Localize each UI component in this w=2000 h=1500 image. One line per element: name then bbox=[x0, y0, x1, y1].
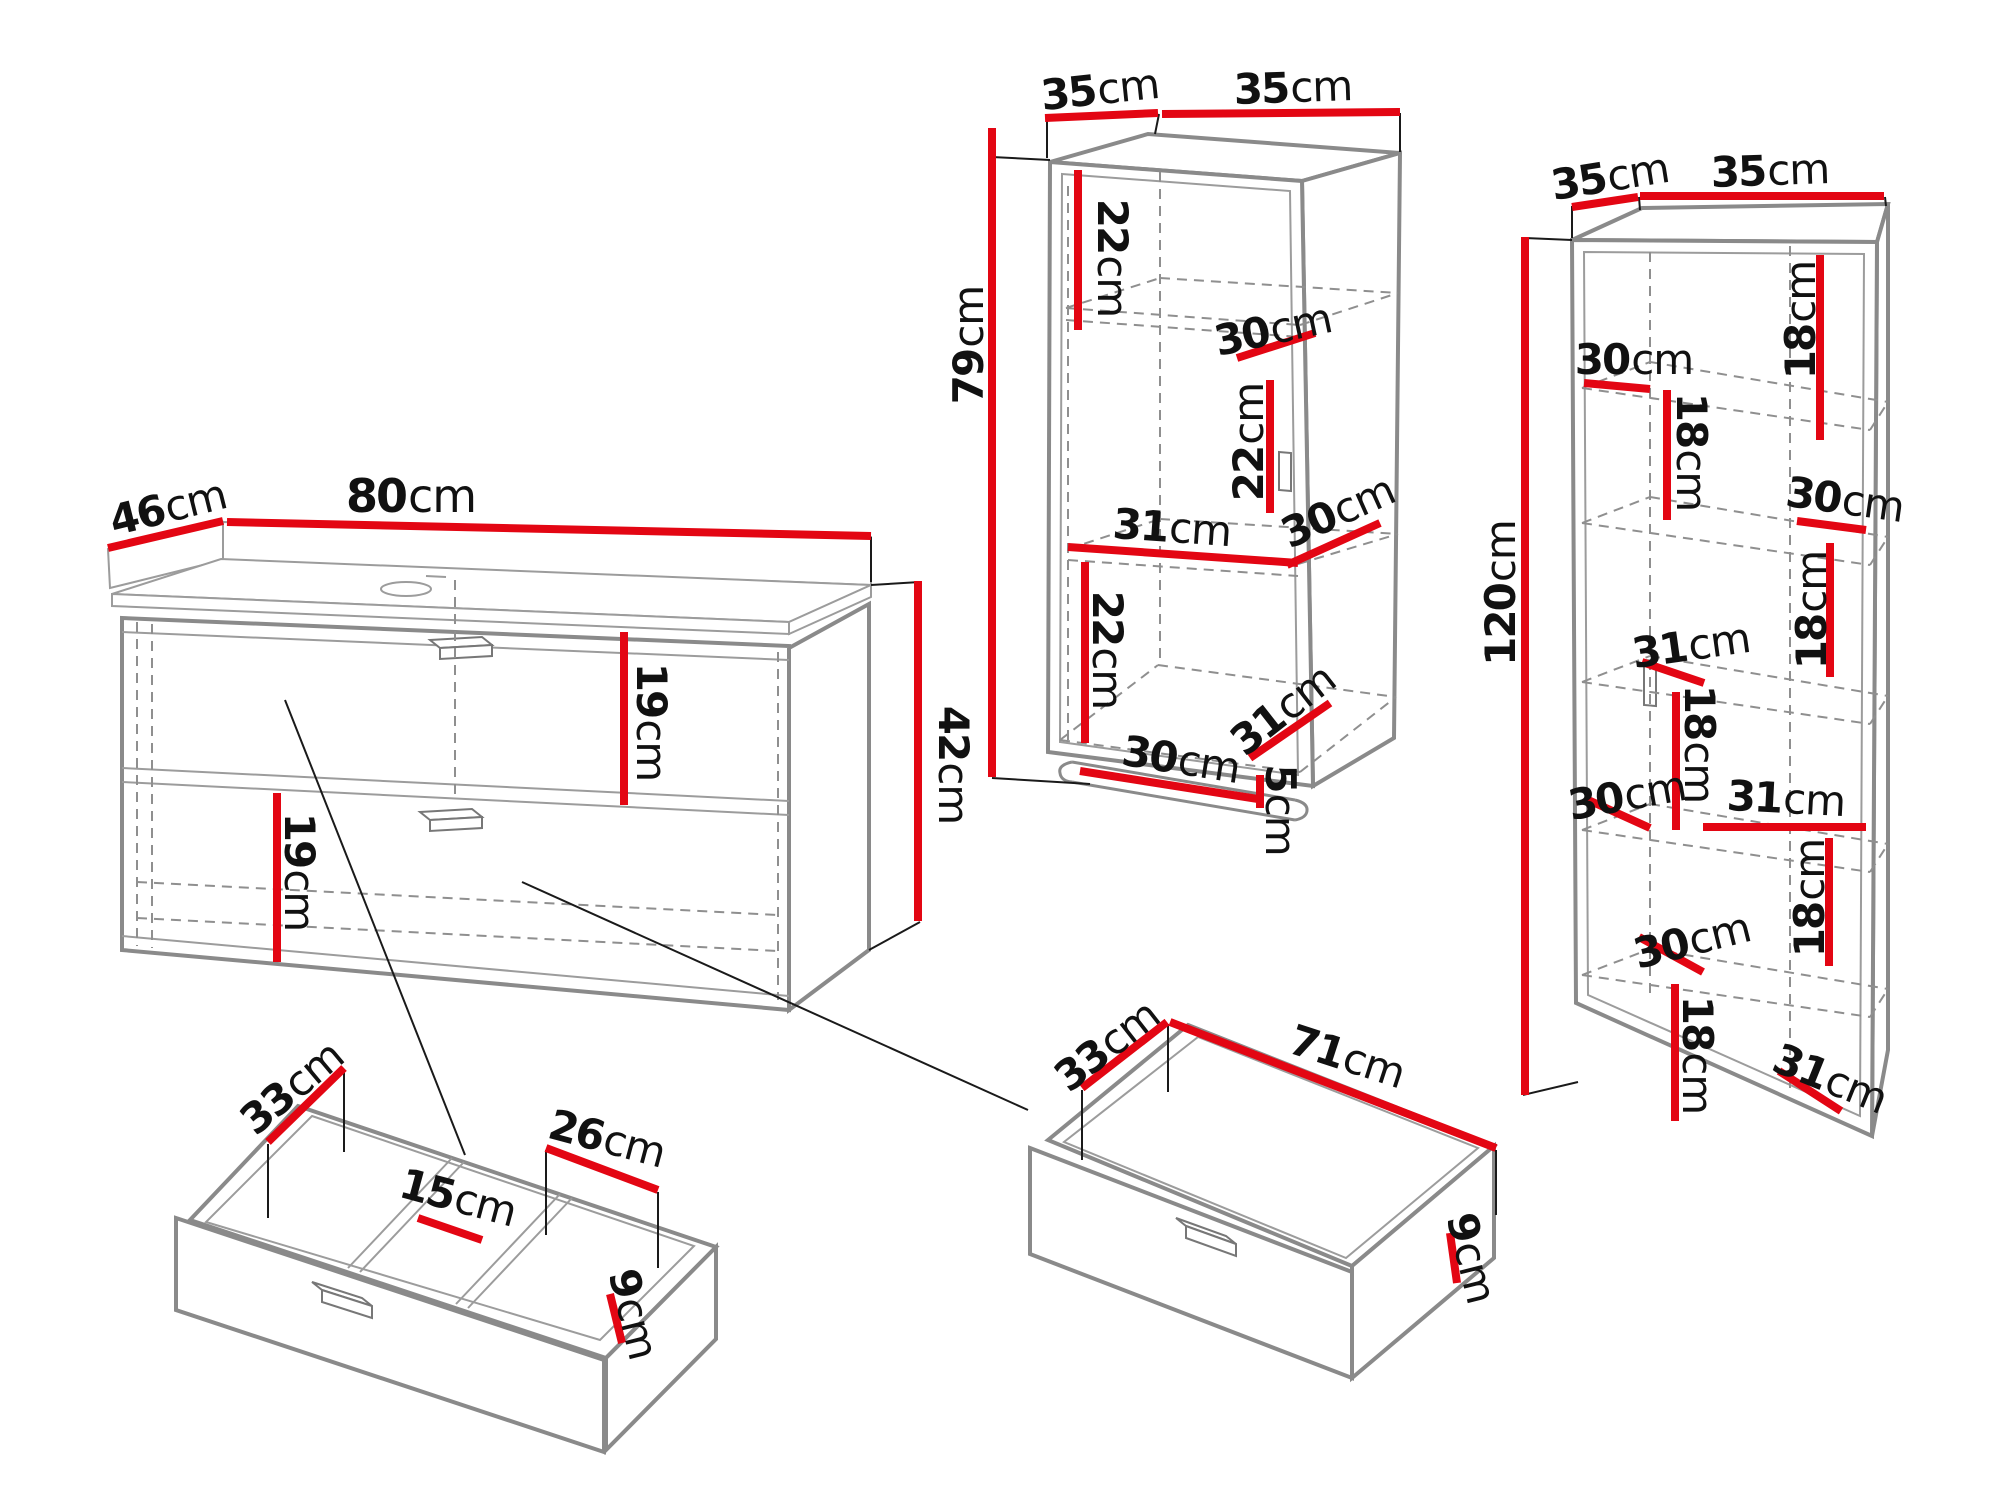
extension-and-leader-lines bbox=[267, 113, 1887, 1268]
dim-label-tall-cabinet-shelf4-width: 31cm bbox=[1725, 770, 1847, 827]
dim-label-tall-cabinet-shelf1-depth: 30cm bbox=[1574, 335, 1694, 384]
dim-label-vanity-width: 80cm bbox=[345, 469, 477, 523]
vanity-cabinet-drawing bbox=[106, 520, 872, 1014]
dim-label-wall-cabinet-rail-gap: 5cm bbox=[1256, 764, 1305, 856]
dim-label-vanity-drawer1-height: 19cm bbox=[627, 662, 676, 782]
dim-label-tall-cabinet-section1: 18cm bbox=[1776, 260, 1825, 380]
dim-label-wall-cabinet-top-section: 22cm bbox=[1088, 198, 1137, 318]
vanity-hidden-lines bbox=[136, 580, 779, 1000]
dim-label-tall-cabinet-height: 120cm bbox=[1476, 520, 1525, 666]
leader-line-to-divided-drawer bbox=[284, 699, 466, 1156]
dim-label-vanity-height: 42cm bbox=[929, 705, 978, 825]
dim-label-wall-cabinet-shelf2-width: 31cm bbox=[1111, 498, 1233, 557]
wide-drawer-handle bbox=[1175, 1217, 1237, 1258]
tall-cabinet-drawing bbox=[1569, 201, 1891, 1140]
sink-hole bbox=[380, 581, 432, 597]
dim-label-vanity-drawer2-height: 19cm bbox=[275, 812, 324, 932]
drawer-dividers bbox=[347, 1157, 573, 1309]
tall-cabinet-hidden-lines bbox=[1581, 246, 1889, 1088]
dim-label-tall-cabinet-width: 35cm bbox=[1709, 143, 1831, 198]
wide-drawer-drawing bbox=[1028, 1022, 1498, 1383]
dim-label-tall-cabinet-section2: 18cm bbox=[1667, 392, 1716, 512]
wall-cabinet-door-handle bbox=[1278, 450, 1292, 493]
dim-label-wall-cabinet-depth: 35cm bbox=[1038, 58, 1162, 121]
divided-drawer-handle bbox=[311, 1281, 373, 1320]
dim-label-wall-cabinet-width: 35cm bbox=[1232, 60, 1354, 115]
dim-label-wall-cabinet-bottom-section: 22cm bbox=[1083, 590, 1132, 710]
wall-cabinet-hidden-lines bbox=[1059, 172, 1399, 773]
leader-line-to-wide-drawer bbox=[521, 881, 1029, 1111]
red-dimension-lines bbox=[107, 108, 1884, 1344]
dim-label-tall-cabinet-section6: 18cm bbox=[1673, 995, 1722, 1115]
vanity-drawer-handles bbox=[417, 635, 495, 833]
dim-label-tall-cabinet-section3: 18cm bbox=[1787, 550, 1836, 670]
dim-label-wall-cabinet-middle-section: 22cm bbox=[1224, 382, 1273, 502]
wall-cabinet-drawing bbox=[1045, 131, 1403, 822]
dim-label-wall-cabinet-height: 79cm bbox=[944, 285, 993, 405]
dim-label-tall-cabinet-section5: 18cm bbox=[1785, 838, 1834, 958]
